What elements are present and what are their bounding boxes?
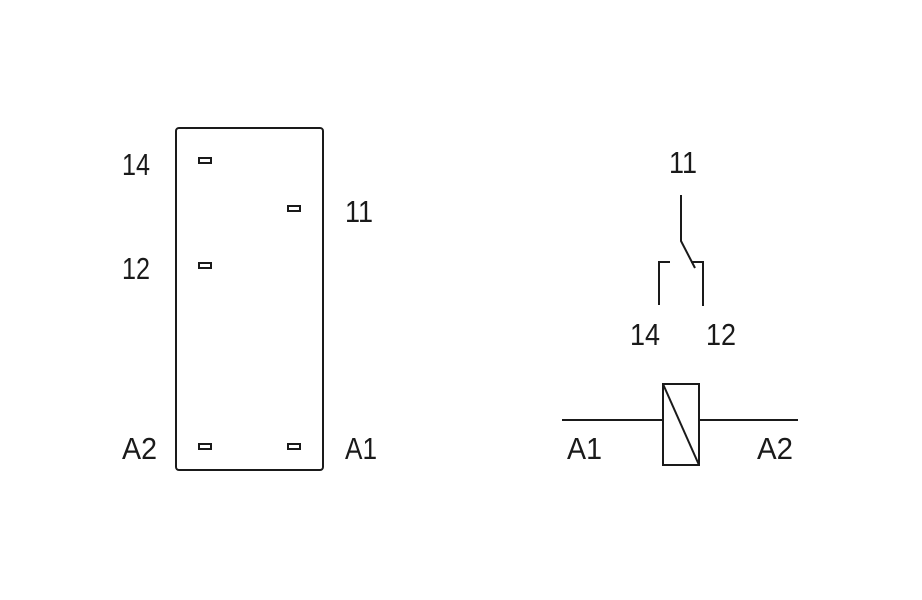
pin-label-14: 14 xyxy=(122,147,150,182)
relay-schematic: 11 14 12 A1 A2 xyxy=(562,145,798,466)
coil-label-a2: A2 xyxy=(757,431,793,466)
contact-14-terminal xyxy=(658,261,670,305)
relay-pinout: 14 11 12 A2 A1 xyxy=(122,127,377,471)
contact-12-terminal xyxy=(691,261,704,306)
switch-contact-arm xyxy=(680,195,696,269)
coil-symbol xyxy=(662,383,700,466)
pin-14 xyxy=(198,157,212,164)
pin-a1 xyxy=(287,443,301,450)
pin-label-11: 11 xyxy=(345,194,373,229)
coil-label-a1: A1 xyxy=(567,431,602,466)
contact-label-12: 12 xyxy=(706,317,736,352)
contact-label-14: 14 xyxy=(630,317,660,352)
pin-12 xyxy=(198,262,212,269)
coil-diagonal xyxy=(662,383,700,466)
pin-11 xyxy=(287,205,301,212)
pin-label-a2: A2 xyxy=(122,431,157,466)
pin-label-12: 12 xyxy=(122,251,150,286)
contact-label-11: 11 xyxy=(669,145,697,180)
pin-a2 xyxy=(198,443,212,450)
relay-body-outline xyxy=(175,127,324,471)
pin-label-a1: A1 xyxy=(345,431,377,466)
